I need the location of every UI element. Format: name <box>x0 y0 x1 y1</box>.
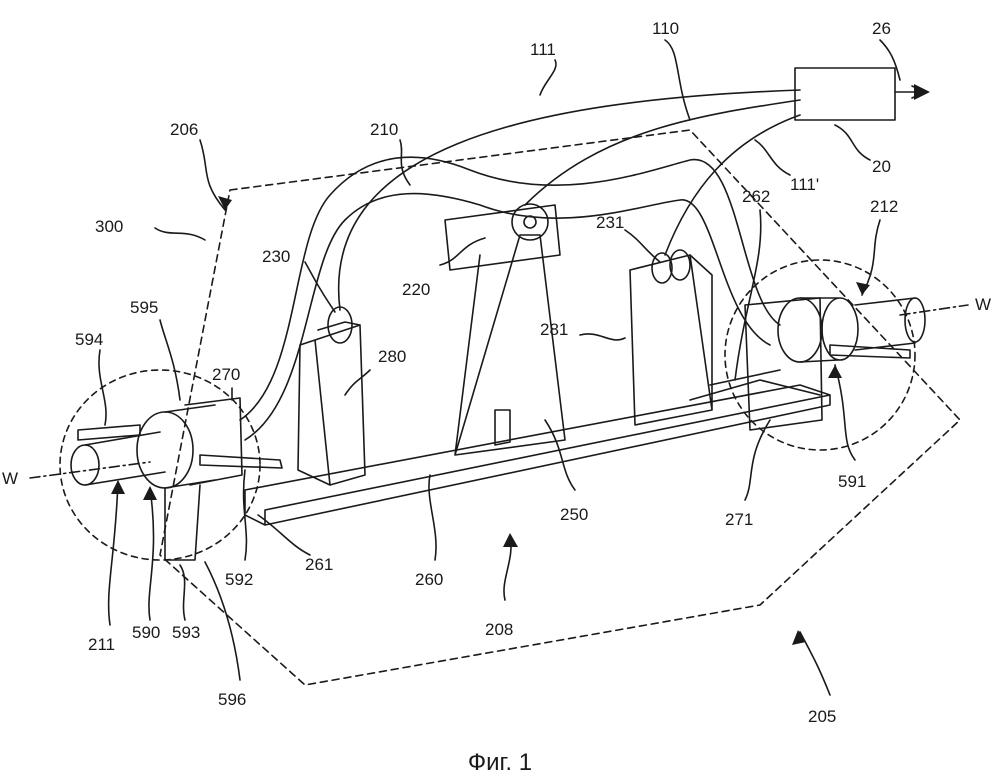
arrowhead-205 <box>792 630 806 645</box>
label-110: 110 <box>652 19 679 38</box>
label-262: 262 <box>742 187 770 206</box>
leader-212 <box>862 220 880 295</box>
label-220: 220 <box>402 280 430 299</box>
pulley-231-b <box>670 250 690 280</box>
label-270: 270 <box>212 365 240 384</box>
label-230: 230 <box>262 247 290 266</box>
arrowhead-208 <box>503 533 518 547</box>
collar-right <box>778 298 822 362</box>
leader-111 <box>540 60 556 95</box>
label-20: 20 <box>872 157 891 176</box>
central-stand <box>455 235 565 455</box>
label-594: 594 <box>75 330 103 349</box>
label-210: 210 <box>370 120 398 139</box>
pipe-right <box>855 298 915 350</box>
axis-line-left <box>30 462 150 478</box>
axis-line-right <box>900 305 968 315</box>
leader-271 <box>745 420 770 500</box>
label-280: 280 <box>378 347 406 366</box>
label-300: 300 <box>95 217 123 236</box>
enclosure-outline <box>160 130 960 685</box>
arrowhead-26 <box>914 84 930 100</box>
label-271: 271 <box>725 510 753 529</box>
collar-right-body <box>800 298 838 362</box>
label-211: 211 <box>88 635 115 654</box>
leader-231 <box>625 230 660 262</box>
bracket-593 <box>165 485 200 560</box>
flange-591 <box>830 345 910 358</box>
label-595: 595 <box>130 298 158 317</box>
label-206: 206 <box>170 120 198 139</box>
leader-210 <box>400 140 410 185</box>
collar-left-body <box>165 405 215 488</box>
label-593: 593 <box>172 623 200 642</box>
leader-594 <box>99 350 106 425</box>
leader-110 <box>665 40 690 120</box>
label-250: 250 <box>560 505 588 524</box>
arrowhead-211 <box>111 480 125 494</box>
collar-right-front <box>822 298 858 360</box>
cable-111p <box>665 115 800 255</box>
leader-260 <box>429 475 436 560</box>
leader-595 <box>160 320 180 400</box>
leader-280 <box>345 370 370 395</box>
label-111: 111 <box>530 40 556 59</box>
label-26: 26 <box>872 19 891 38</box>
axis-label-w-right: W <box>975 295 991 314</box>
label-205: 205 <box>808 707 836 726</box>
leader-26 <box>880 40 900 80</box>
leader-20 <box>835 125 870 160</box>
label-231: 231 <box>596 213 624 232</box>
leader-593 <box>180 565 185 620</box>
label-596: 596 <box>218 690 246 709</box>
upright-280 <box>298 322 365 485</box>
leader-211 <box>109 482 118 625</box>
label-212: 212 <box>870 197 898 216</box>
arrowhead-590 <box>143 486 157 500</box>
label-260: 260 <box>415 570 443 589</box>
base-plate <box>245 385 830 525</box>
arrowhead-591 <box>828 365 842 378</box>
label-261: 261 <box>305 555 333 574</box>
label-208: 208 <box>485 620 513 639</box>
cable-111 <box>339 90 800 310</box>
figure-caption: Фиг. 1 <box>468 749 532 776</box>
leader-281 <box>580 334 625 340</box>
label-591: 591 <box>838 472 866 491</box>
plate-270 <box>185 398 242 485</box>
conduit-210-inner <box>245 194 770 440</box>
unit-20 <box>795 68 895 120</box>
leader-262 <box>735 210 761 380</box>
pulley-230 <box>328 307 352 343</box>
leader-300 <box>155 228 205 240</box>
leader-591 <box>835 365 855 460</box>
pipe-left-end <box>71 445 99 485</box>
leader-590 <box>149 488 154 620</box>
leader-111p <box>755 140 790 175</box>
label-111p: 111' <box>790 175 819 194</box>
upright-281 <box>630 255 712 425</box>
pipe-right-end <box>905 298 925 342</box>
label-590: 590 <box>132 623 160 642</box>
axis-label-w-left: W <box>2 469 18 488</box>
label-592: 592 <box>225 570 253 589</box>
label-281: 281 <box>540 320 568 339</box>
collar-left <box>137 412 193 488</box>
